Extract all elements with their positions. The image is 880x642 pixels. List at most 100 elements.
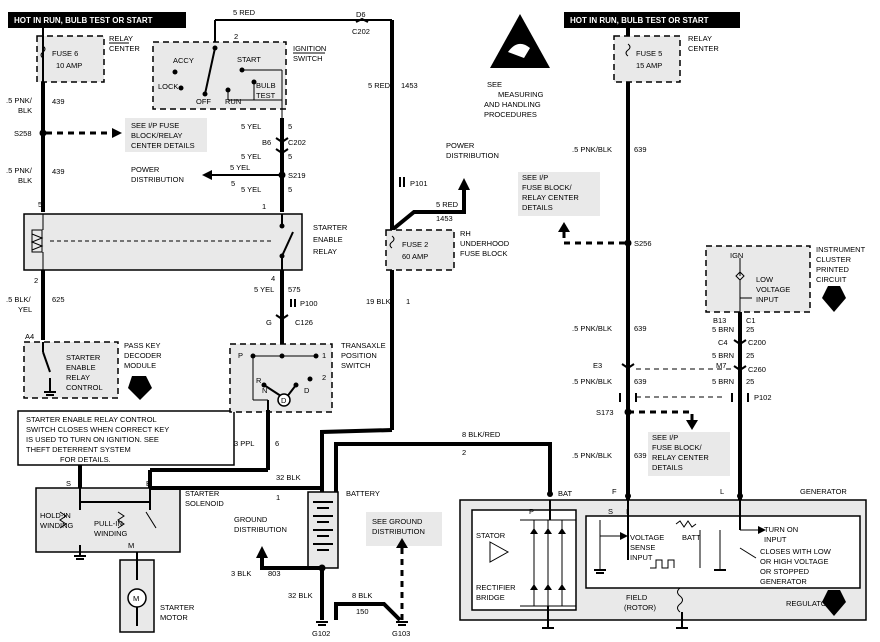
inner-label: IGN xyxy=(730,251,743,260)
inner-label: TURN ON xyxy=(764,525,798,534)
inner-label: INPUT xyxy=(756,295,779,304)
pin-label: B6 xyxy=(262,138,271,147)
fuse-5: FUSE 5 15 AMP RELAY CENTER xyxy=(613,34,719,83)
switch-position: RUN xyxy=(225,97,241,106)
power-dist-label: GROUND xyxy=(234,515,268,524)
inner-label: OR HIGH VOLTAGE xyxy=(760,557,828,566)
switch-position: N xyxy=(262,386,267,395)
wire-label: .5 PNK/ xyxy=(6,96,33,105)
pin-label: S xyxy=(608,507,613,516)
wire-label: .5 BLK/ xyxy=(6,295,32,304)
inner-label: VOLTAGE xyxy=(630,533,664,542)
pin-label: A4 xyxy=(25,332,34,341)
switch-position: BULB xyxy=(256,81,276,90)
fuse-2-location: FUSE BLOCK xyxy=(460,249,508,258)
wire-label: 5 BRN xyxy=(712,325,734,334)
generator: GENERATOR BAT F L STATOR RECTIFIER BRIDG… xyxy=(459,487,867,629)
fuse-6-rating: 10 AMP xyxy=(56,61,82,70)
connector-label: P102 xyxy=(754,393,772,402)
wire-label: 3 PPL xyxy=(234,439,254,448)
battery: BATTERY xyxy=(307,489,380,569)
inner-label: ENABLE xyxy=(66,363,96,372)
switch-position: P xyxy=(238,351,243,360)
inner-label: RECTIFIER xyxy=(476,583,516,592)
inner-label: FIELD xyxy=(626,593,648,602)
pin-label: 1 xyxy=(276,493,280,502)
pin-label: M7 xyxy=(716,361,726,370)
starter-enable-relay: STARTER ENABLE RELAY xyxy=(23,213,348,271)
inner-label: STATOR xyxy=(476,531,506,540)
circuit-number: 639 xyxy=(634,145,647,154)
switch-position: 2 xyxy=(322,373,326,382)
circuit-number: 150 xyxy=(356,607,369,616)
ref-note: FUSE BLOCK/ xyxy=(652,443,703,452)
esd-small-icon xyxy=(128,376,152,400)
inner-label: BRIDGE xyxy=(476,593,505,602)
inner-label: PULL-IN xyxy=(94,519,123,528)
fuse-2-rating: 60 AMP xyxy=(402,252,428,261)
inner-label: GENERATOR xyxy=(760,577,807,586)
ref-note: SEE I/P xyxy=(652,433,678,442)
pin-label: P xyxy=(529,507,534,516)
component-title: SWITCH xyxy=(293,54,323,63)
circuit-number: 25 xyxy=(746,377,754,386)
component-title: CIRCUIT xyxy=(816,275,847,284)
component-title: STARTER xyxy=(313,223,348,232)
esd-text: PROCEDURES xyxy=(484,110,537,119)
instrument-cluster: IGN LOW VOLTAGE INPUT INSTRUMENT CLUSTER… xyxy=(705,245,866,313)
inner-label: CLOSES WITH LOW xyxy=(760,547,832,556)
wire-label: .5 PNK/ xyxy=(6,166,33,175)
esd-small-icon xyxy=(822,590,846,616)
connector-label: P101 xyxy=(410,179,428,188)
starter-motor: M STARTER MOTOR xyxy=(119,552,195,633)
pin-label: 4 xyxy=(271,274,275,283)
wire-label: 5 BRN xyxy=(712,351,734,360)
note-line: SWITCH CLOSES WHEN CORRECT KEY xyxy=(26,425,169,434)
left-power-header: HOT IN RUN, BULB TEST OR START xyxy=(8,12,186,28)
note-line: FOR DETAILS. xyxy=(60,455,111,464)
wire-label: YEL xyxy=(18,305,32,314)
svg-text:D: D xyxy=(281,396,287,405)
right-header-text: HOT IN RUN, BULB TEST OR START xyxy=(570,16,709,25)
wire-label: 3 BLK xyxy=(231,569,251,578)
ref-note: BLOCK/RELAY xyxy=(131,131,183,140)
ref-note: SEE I/P xyxy=(522,173,548,182)
power-dist-label: POWER xyxy=(446,141,475,150)
pin-label: 5 xyxy=(231,179,235,188)
wire-label: 32 BLK xyxy=(276,473,301,482)
ref-note: DETAILS xyxy=(522,203,553,212)
switch-position: R xyxy=(256,376,262,385)
circuit-number: 639 xyxy=(634,451,647,460)
component-title: STARTER xyxy=(185,489,220,498)
pin-label: B13 xyxy=(713,316,726,325)
wire-label: 5 YEL xyxy=(230,163,250,172)
component-title: DECODER xyxy=(124,351,162,360)
left-header-text: HOT IN RUN, BULB TEST OR START xyxy=(14,16,153,25)
connector-label: C202 xyxy=(288,138,306,147)
wire-label: 5 YEL xyxy=(241,185,261,194)
inner-label: WINDING xyxy=(40,521,73,530)
fuse-5-name: FUSE 5 xyxy=(636,49,662,58)
pin-label: 1 xyxy=(262,202,266,211)
splice-label: S256 xyxy=(634,239,652,248)
switch-position: ACCY xyxy=(173,56,194,65)
wire-label: 5 YEL xyxy=(241,152,261,161)
ref-note: CENTER DETAILS xyxy=(131,141,195,150)
power-dist-label: POWER xyxy=(131,165,160,174)
pin-label: C4 xyxy=(718,338,728,347)
wire-label: 8 BLK xyxy=(352,591,372,600)
pin-label: 2 xyxy=(234,32,238,41)
pin-label: E3 xyxy=(593,361,602,370)
circuit-number: 25 xyxy=(746,325,754,334)
pin-label: 5 xyxy=(288,122,292,131)
fuse-2-location: RH xyxy=(460,229,471,238)
transaxle-position-switch: D P R N D 1 2 TRANSAXLE POSITION SWITCH xyxy=(229,341,386,470)
esd-small-icon xyxy=(822,286,846,312)
pin-label: M xyxy=(128,541,134,550)
starter-solenoid: HOLD-IN WINDING PULL-IN WINDING M STARTE… xyxy=(35,487,224,560)
pin-label: 1 xyxy=(406,297,410,306)
component-title: MODULE xyxy=(124,361,156,370)
pin-label: 2 xyxy=(34,276,38,285)
connector-label: P100 xyxy=(300,299,318,308)
